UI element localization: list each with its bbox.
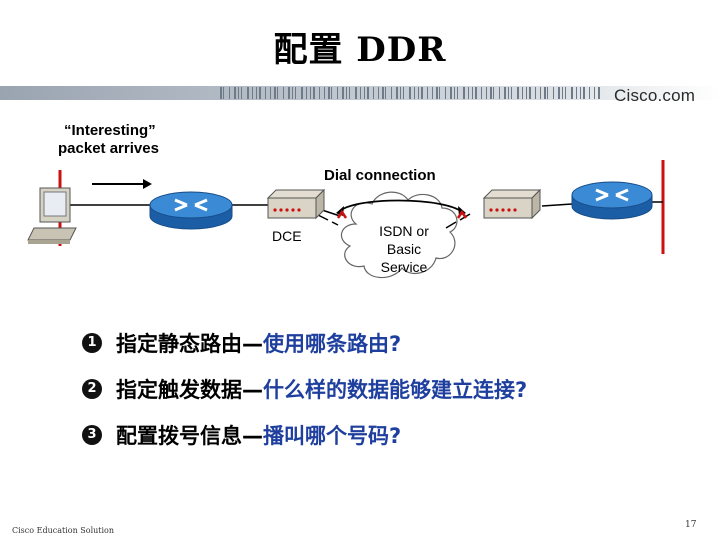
dial-connection-label: Dial connection [324,167,436,184]
dce-device-left-icon [266,188,326,220]
step-number: 2 [82,379,102,399]
cloud-label-line3: Service [380,259,428,275]
router-left-icon [149,191,233,230]
page-title: 配置 DDR [273,30,447,70]
interesting-label-line1: “Interesting” [64,122,156,139]
footer-text: Cisco Education Solution [12,526,115,535]
dial-connection-arc [337,199,465,215]
page-number: 17 [685,520,697,530]
router-right-icon [571,181,653,220]
isdn-cloud [340,191,458,279]
step-item: 2 指定触发数据— 什么样的数据能够建立连接? [82,366,527,412]
step-question: 什么样的数据能够建立连接? [263,378,528,402]
header-band [0,86,720,100]
step-text: 指定静态路由— [116,332,263,356]
workstation-icon [27,187,77,244]
cloud-label-line2: Basic [386,241,422,257]
dce-label: DCE [272,228,302,244]
step-question: 播叫哪个号码? [263,424,402,448]
step-number: 3 [82,425,102,445]
step-number: 1 [82,333,102,353]
cloud-label-line1: ISDN or [379,223,429,239]
interesting-label-line2: packet arrives [58,140,159,157]
cloud-label: ISDN or Basic Service [366,222,442,276]
dce-device-right-icon [482,188,542,220]
steps-list: 1 指定静态路由— 使用哪条路由? 2 指定触发数据— 什么样的数据能够建立连接… [82,320,527,458]
step-text: 指定触发数据— [116,378,263,402]
cisco-logo: Cisco.com [614,86,696,105]
step-text: 配置拨号信息— [116,424,263,448]
step-item: 3 配置拨号信息— 播叫哪个号码? [82,412,527,458]
step-question: 使用哪条路由? [263,332,402,356]
step-item: 1 指定静态路由— 使用哪条路由? [82,320,527,366]
